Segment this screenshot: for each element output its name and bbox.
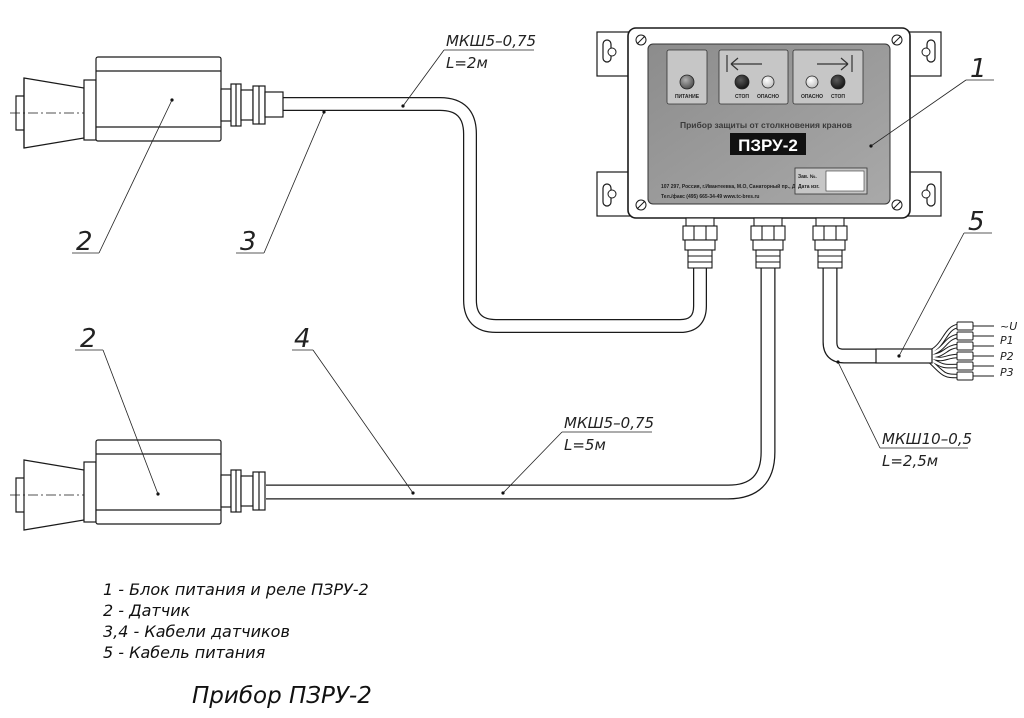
label-2-bottom: 2 (80, 324, 97, 354)
legend: 1 - Блок питания и реле ПЗРУ-2 2 - Датчи… (103, 579, 369, 663)
wire-label-p1: P1 (1000, 334, 1014, 347)
sensor-bottom (10, 439, 266, 531)
danger-led-left-label: ОПАСНО (757, 94, 779, 100)
cable3-type: МКШ5–0,75 (446, 32, 536, 50)
wire-label-u: ~U (1000, 320, 1017, 333)
danger-led-left (761, 75, 775, 89)
field-serial: Зав. №. (798, 174, 817, 180)
label-1: 1 (970, 54, 987, 84)
cable-5 (822, 266, 932, 364)
device-address-line1: 107 297, Россия, г.Ивантеевка, М.О, Сана… (661, 183, 800, 190)
stop-led-left-label: СТОП (735, 94, 749, 100)
figure-caption: Прибор ПЗРУ-2 (192, 683, 372, 709)
power-wires (928, 321, 994, 381)
label-2-top: 2 (76, 227, 93, 257)
cable4-length: L=5м (564, 436, 606, 454)
legend-item-4: 5 - Кабель питания (103, 643, 266, 662)
device-pzru2: ПИТАНИЕ СТОП ОПАСНО ОПАСНО СТОП Прибор з… (596, 27, 942, 219)
legend-item-3: 3,4 - Кабели датчиков (103, 622, 290, 641)
cable5-length: L=2,5м (882, 452, 938, 470)
power-led (679, 74, 695, 90)
danger-led-right (805, 75, 819, 89)
legend-item-1: 1 - Блок питания и реле ПЗРУ-2 (103, 580, 369, 599)
stop-led-left (734, 74, 750, 90)
danger-led-right-label: ОПАСНО (801, 94, 823, 100)
label-3: 3 (240, 227, 257, 257)
power-led-label: ПИТАНИЕ (675, 94, 700, 100)
cable5-type: МКШ10–0,5 (882, 430, 972, 448)
cable-glands (682, 217, 848, 269)
label-5: 5 (968, 207, 985, 237)
legend-item-2: 2 - Датчик (103, 601, 191, 620)
cable4-type: МКШ5–0,75 (564, 414, 654, 432)
wire-label-p3: P3 (1000, 366, 1014, 379)
label-4: 4 (294, 324, 311, 354)
field-date: Дата изг. (798, 184, 820, 190)
sensor-top (10, 56, 284, 149)
device-address-line2: Тел./факс (495) 665-34-49 www.tc-bres.ru (661, 193, 759, 200)
device-subtitle: Прибор защиты от столкновения кранов (680, 120, 852, 130)
leader-lines (72, 49, 994, 495)
device-model: ПЗРУ-2 (738, 136, 798, 155)
stop-led-right-label: СТОП (831, 94, 845, 100)
stop-led-right (830, 74, 846, 90)
cable-4 (266, 266, 776, 500)
wire-label-p2: P2 (1000, 350, 1014, 363)
cable3-length: L=2м (446, 54, 488, 72)
